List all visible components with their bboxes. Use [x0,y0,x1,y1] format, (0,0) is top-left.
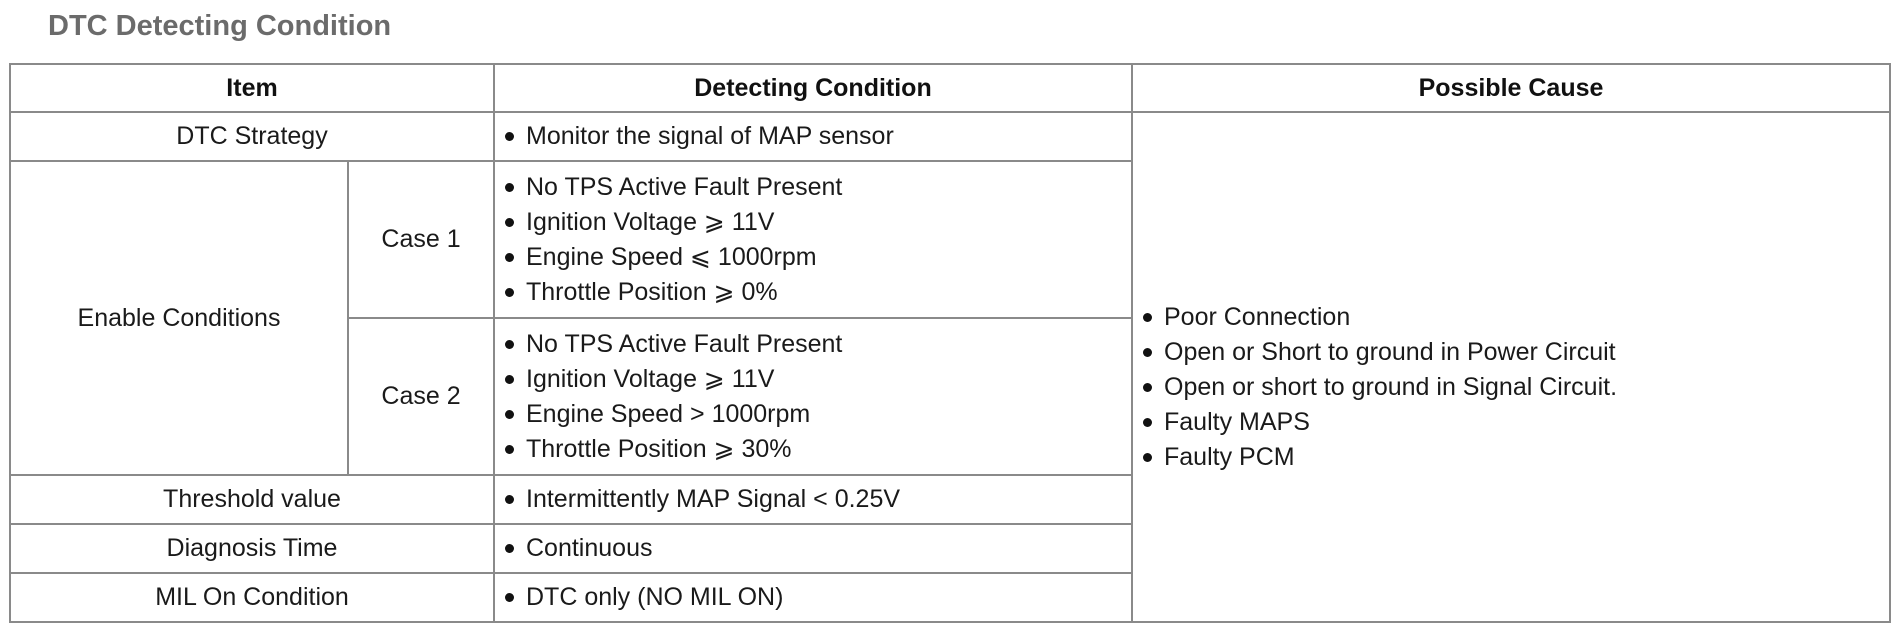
table-row-threshold-value: Threshold value Intermittently MAP Signa… [9,474,1890,525]
item-diagnosis-time: Diagnosis Time [9,523,495,574]
bullet-icon [505,252,514,262]
condition-diagnosis-time: Continuous [493,523,1133,574]
bullet-icon [505,544,514,553]
condition-mil-on-condition: DTC only (NO MIL ON) [493,572,1133,623]
bullet-icon [1143,417,1152,427]
condition-case-1: No TPS Active Fault Present Ignition Vol… [493,160,1133,319]
condition-case-2: No TPS Active Fault Present Ignition Vol… [493,317,1133,476]
list-item: Faulty MAPS [1143,405,1889,440]
list-item: Poor Connection [1143,300,1889,335]
bullet-icon [505,132,514,141]
bullet-icon [505,287,514,297]
table-row-enable-case2: Case 2 No TPS Active Fault Present Ignit… [10,317,1890,476]
dtc-detecting-condition-table: Item Detecting Condition Possible Cause … [9,63,1891,623]
condition-text: No TPS Active Fault Present [526,172,843,201]
condition-text: Intermittently MAP Signal < 0.25V [526,485,901,513]
bullet-icon [505,409,514,419]
bullet-icon [1143,312,1152,322]
case-1-condition-list: No TPS Active Fault Present Ignition Vol… [505,170,1131,310]
list-item: Throttle Position ⩾ 30% [505,432,1131,467]
cause-text: Faulty PCM [1164,442,1295,471]
list-item: No TPS Active Fault Present [505,327,1131,362]
table-header-row: Item Detecting Condition Possible Cause [9,63,1891,113]
condition-text: Ignition Voltage ⩾ 11V [526,207,775,236]
bullet-icon [505,495,514,504]
case-1-label: Case 1 [347,160,495,319]
cause-text: Open or Short to ground in Power Circuit [1164,337,1616,366]
bullet-icon [505,374,514,384]
header-item: Item [9,63,495,113]
list-item: Engine Speed > 1000rpm [505,397,1131,432]
possible-cause-cell: Poor Connection Open or Short to ground … [1131,111,1891,623]
bullet-icon [1143,347,1152,357]
header-detecting-condition: Detecting Condition [493,63,1133,113]
bullet-icon [505,182,514,192]
list-item: Open or Short to ground in Power Circuit [1143,335,1889,370]
list-item: Engine Speed ⩽ 1000rpm [505,240,1131,275]
condition-text: DTC only (NO MIL ON) [526,583,784,611]
condition-text: Monitor the signal of MAP sensor [526,122,894,150]
table-row-enable-case1: Enable Conditions Case 1 No TPS Active F… [9,160,1890,476]
item-enable-conditions: Enable Conditions [9,160,349,476]
condition-text: Engine Speed ⩽ 1000rpm [526,242,817,271]
condition-text: Engine Speed > 1000rpm [526,399,811,428]
possible-cause-list: Poor Connection Open or Short to ground … [1143,300,1889,475]
list-item: No TPS Active Fault Present [505,170,1131,205]
condition-text: Throttle Position ⩾ 0% [526,277,778,306]
list-item: Faulty PCM [1143,440,1889,475]
bullet-icon [1143,452,1152,462]
list-item: Ignition Voltage ⩾ 11V [505,362,1131,397]
case-2-label: Case 2 [347,317,495,476]
condition-text: No TPS Active Fault Present [526,329,843,358]
header-possible-cause: Possible Cause [1131,63,1891,113]
item-dtc-strategy: DTC Strategy [9,111,495,162]
list-item: Open or short to ground in Signal Circui… [1143,370,1889,405]
item-threshold-value: Threshold value [9,474,495,525]
list-item: Ignition Voltage ⩾ 11V [505,205,1131,240]
table-row-mil-on-condition: MIL On Condition DTC only (NO MIL ON) [9,572,1890,623]
cause-text: Poor Connection [1164,302,1351,331]
condition-text: Ignition Voltage ⩾ 11V [526,364,775,393]
condition-text: Throttle Position ⩾ 30% [526,434,792,463]
bullet-icon [505,444,514,454]
page-title: DTC Detecting Condition [48,10,392,42]
table-row-dtc-strategy: DTC Strategy Monitor the signal of MAP s… [9,111,1891,623]
bullet-icon [1143,382,1152,392]
bullet-icon [505,593,514,602]
condition-threshold-value: Intermittently MAP Signal < 0.25V [493,474,1133,525]
table-row-diagnosis-time: Diagnosis Time Continuous [9,523,1890,574]
condition-dtc-strategy: Monitor the signal of MAP sensor [493,111,1133,162]
bullet-icon [505,339,514,349]
bullet-icon [505,217,514,227]
cause-text: Faulty MAPS [1164,407,1310,436]
cause-text: Open or short to ground in Signal Circui… [1164,372,1618,401]
list-item: Throttle Position ⩾ 0% [505,275,1131,310]
case-2-condition-list: No TPS Active Fault Present Ignition Vol… [505,327,1131,467]
item-mil-on-condition: MIL On Condition [9,572,495,623]
condition-text: Continuous [526,534,653,562]
